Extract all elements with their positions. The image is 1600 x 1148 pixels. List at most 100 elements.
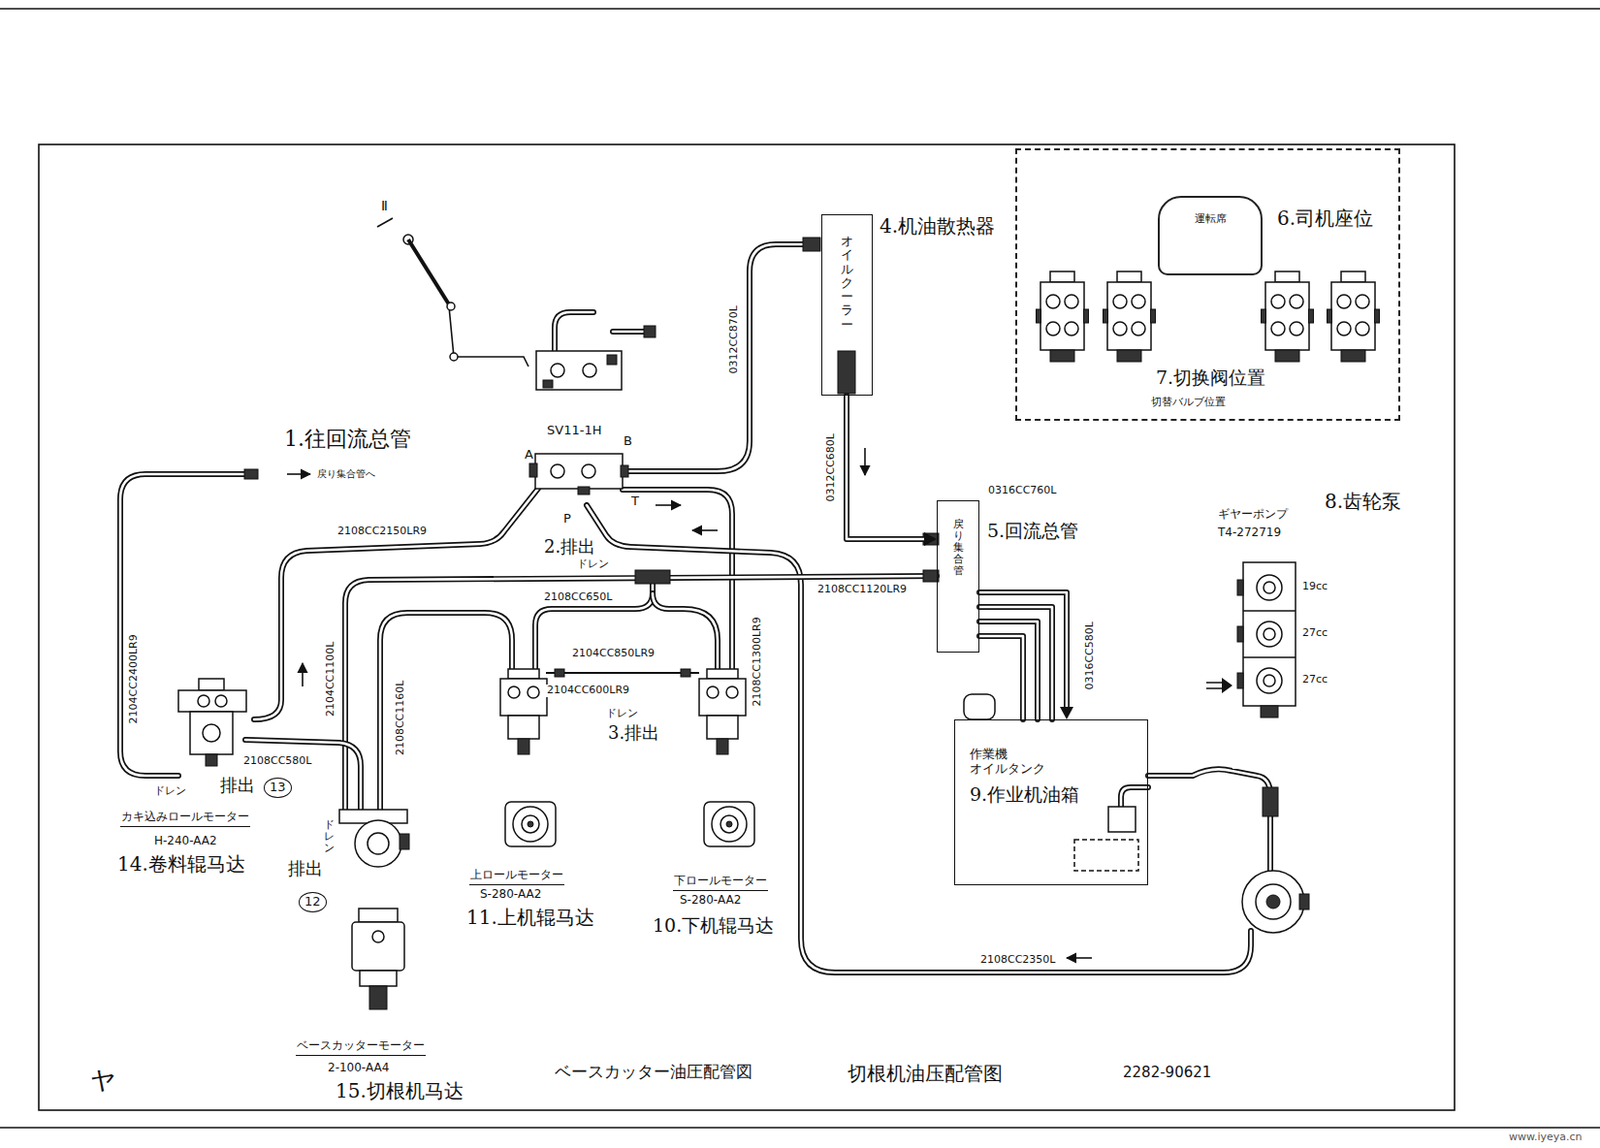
pipe-label: 0316CC580L xyxy=(1084,620,1097,691)
gear-pump xyxy=(1256,621,1282,647)
roll-motor xyxy=(726,686,738,699)
roll-motor xyxy=(205,754,218,767)
component-text: 作業機 オイルタンク xyxy=(968,747,1056,777)
gear-pump xyxy=(1260,705,1279,718)
drain-motor xyxy=(354,820,402,867)
roll-motor xyxy=(726,821,733,828)
hose-fitting xyxy=(1262,787,1279,817)
flow-arrow xyxy=(1066,957,1092,960)
roll-motor xyxy=(527,686,540,699)
pipe-run xyxy=(120,474,256,776)
suction-pump xyxy=(1242,870,1305,933)
sv11-valve xyxy=(577,486,590,495)
roll-motor xyxy=(512,806,548,842)
base-cutter-motor xyxy=(352,908,405,1010)
gear-pump xyxy=(1206,682,1224,689)
flow-arrow xyxy=(864,448,866,476)
part-label: 19cc xyxy=(1301,580,1329,594)
part-label: T4-272719 xyxy=(1216,526,1282,541)
part-label: 2104CC600LR9 xyxy=(545,684,631,698)
part-label: 0312CC870L xyxy=(728,304,741,375)
part-label: 11.上机辊马达 xyxy=(465,906,596,929)
gear-pump xyxy=(1263,674,1276,687)
hydraulic-pipe xyxy=(979,592,1074,720)
sv11-valve xyxy=(582,363,597,378)
base-cutter-motor xyxy=(352,922,405,971)
oil-tank-detail xyxy=(1108,806,1136,832)
roll-motor xyxy=(706,686,719,699)
sv11-valve xyxy=(535,453,623,489)
part-label: B xyxy=(622,434,634,449)
pipe-run xyxy=(345,576,937,810)
pipe-run xyxy=(652,593,718,670)
oil-tank-detail xyxy=(1120,787,1149,807)
sv11-valve xyxy=(581,464,596,479)
part-label: 2104CC1100L xyxy=(324,640,338,717)
drain-motor xyxy=(367,832,389,855)
page-frame xyxy=(38,144,1455,1111)
pipe-run xyxy=(1148,768,1271,871)
sv11-valve xyxy=(529,351,629,495)
part-label: 2.排出 xyxy=(543,537,597,558)
flow-arrow xyxy=(287,473,311,476)
gear-pump xyxy=(1237,672,1244,689)
base-cutter-motor xyxy=(372,930,384,943)
roll-motor xyxy=(527,821,534,828)
component-heading: 6.司机座位 xyxy=(1276,207,1375,230)
control-lever xyxy=(377,218,393,227)
part-label: 排出 xyxy=(219,775,256,797)
part-label: 14.卷料辊马达 xyxy=(116,853,247,876)
gear-pump xyxy=(1243,656,1296,659)
base-cutter-motor xyxy=(359,970,397,987)
pipe-run xyxy=(245,739,361,810)
gear-pump xyxy=(1263,628,1276,640)
component-text: オイルクーラー xyxy=(839,234,855,332)
switch-valve xyxy=(1261,271,1314,362)
pipe-inner xyxy=(846,395,927,540)
oil-tank-detail xyxy=(963,694,995,720)
pipe-run xyxy=(622,244,817,472)
component-text: 戻り集合管 xyxy=(952,518,965,577)
control-lever xyxy=(449,352,458,361)
part-label: ドレン xyxy=(153,785,188,799)
pipe-outline xyxy=(846,395,927,540)
part-label: SV11-1H xyxy=(545,423,603,439)
roll-motor xyxy=(508,669,540,679)
part-label: S-280-AA2 xyxy=(479,888,543,902)
pipe-run xyxy=(554,312,594,352)
sv11-valve xyxy=(543,380,553,388)
part-label: 27cc xyxy=(1301,627,1329,640)
part-label: H-240-AA2 xyxy=(153,834,219,849)
part-label: 10.下机辊马达 xyxy=(651,915,775,937)
gear-pump xyxy=(1206,562,1296,718)
caption: ベースカッター油圧配管図 xyxy=(553,1062,754,1083)
hose-fitting xyxy=(244,237,1279,817)
sv11-valve xyxy=(550,464,565,479)
switch-valve xyxy=(1036,271,1380,362)
hose-fitting xyxy=(837,351,856,394)
sv11-valve xyxy=(529,463,538,478)
pipe-run xyxy=(380,612,512,810)
flow-arrow xyxy=(287,448,1092,959)
part-label: 15.切根机马达 xyxy=(334,1080,465,1103)
part-label: 2108CC2150LR9 xyxy=(336,525,428,539)
roll-motor xyxy=(178,678,247,767)
part-label: ドレン xyxy=(576,558,610,572)
part-label: 切根机油压配管图 xyxy=(846,1062,1004,1086)
part-label: 2-100-AA4 xyxy=(326,1061,390,1076)
roll-motor xyxy=(706,715,738,739)
part-label: 2108CC1120LR9 xyxy=(816,583,908,597)
gear-pump xyxy=(1256,668,1282,694)
pipe-run xyxy=(622,244,817,472)
sv11-valve xyxy=(607,354,617,365)
pipe-label: 0312CC680L xyxy=(825,432,838,503)
roll-motor xyxy=(500,678,547,716)
roll-motor xyxy=(521,815,540,833)
roll-motor xyxy=(699,669,755,847)
gear-pump xyxy=(1243,562,1296,706)
component-text: 9.作业机油箱 xyxy=(968,784,1081,806)
part-label: 2108CC1300LR9 xyxy=(751,615,765,707)
flow-arrow xyxy=(301,663,304,687)
part-label: 排出 xyxy=(287,859,324,880)
